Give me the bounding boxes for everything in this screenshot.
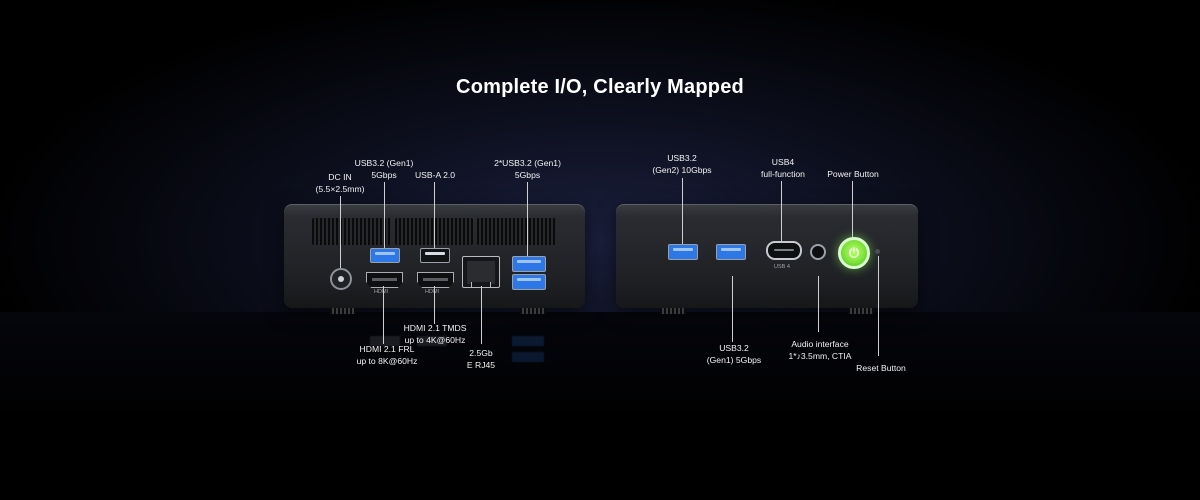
usb4-engraving: USB 4 (774, 264, 790, 270)
usb-a-20-label: USB-A 2.0 (414, 170, 456, 180)
dc-in-label: DC IN (5.5×2.5mm) (315, 172, 365, 194)
reset-button-label: Reset Button (856, 363, 906, 373)
usb32-gen1-port-b (512, 274, 546, 290)
dc-in-leader (340, 196, 341, 268)
power-button-label: Power Button (827, 169, 879, 179)
usb32-gen2-label: USB3.2 (Gen2) 10Gbps (652, 153, 712, 175)
usb32-gen1-pair-leader (527, 182, 528, 256)
usb32-gen2-port (668, 244, 698, 260)
hdmi-frl-label: HDMI 2.1 FRL up to 8K@60Hz (356, 344, 418, 366)
hdmi-tmds-label: HDMI 2.1 TMDS up to 4K@60Hz (403, 323, 467, 345)
hdmi-engraving-b: HDMI (425, 289, 440, 295)
usb32-gen1-leader (732, 276, 733, 342)
usb32-gen1-label: USB3.2 (Gen1) 5Gbps (706, 343, 762, 365)
front-device: USB 4 ⏻ (616, 204, 918, 308)
usb-a-20-port (420, 248, 450, 263)
rj45-port (462, 256, 500, 288)
usb32-gen1-top-label: USB3.2 (Gen1) 5Gbps (354, 158, 414, 180)
front-foot-left (660, 308, 686, 314)
hdmi-frl-port (366, 272, 403, 288)
reflective-floor (0, 312, 1200, 500)
audio-jack (810, 244, 826, 260)
usb4-leader (781, 181, 782, 241)
usb32-gen1-top-leader (384, 182, 385, 248)
power-button: ⏻ (838, 237, 870, 269)
usb4-label: USB4 full-function (761, 157, 805, 179)
hdmi-tmds-port (417, 272, 454, 288)
rear-foot-right (520, 308, 546, 314)
usb32-gen1-pair-label: 2*USB3.2 (Gen1) 5Gbps (494, 158, 561, 180)
audio-label: Audio interface 1*♪3.5mm, CTIA (788, 339, 852, 361)
vent-right (477, 218, 556, 245)
rear-reflection (284, 330, 585, 370)
usb4-port (766, 241, 802, 260)
reset-button-leader (878, 256, 879, 356)
hdmi-tmds-leader (434, 286, 435, 324)
usb32-gen2-leader (682, 178, 683, 244)
power-button-leader (852, 181, 853, 237)
hdmi-frl-leader (383, 286, 384, 344)
usb32-gen1-port-a (512, 256, 546, 272)
reset-button-hole (875, 249, 880, 254)
usb32-gen1-port-top (370, 248, 400, 263)
rj45-leader (481, 286, 482, 344)
rear-foot-left (330, 308, 356, 314)
rj45-label: 2.5Gb E RJ45 (466, 348, 496, 370)
page-title: Complete I/O, Clearly Mapped (456, 76, 744, 98)
hdmi-engraving-a: HDMI (374, 289, 389, 295)
usb-a-20-leader (434, 182, 435, 248)
dc-in-port (330, 268, 352, 290)
vent-left (312, 218, 391, 245)
usb32-gen1-port-front (716, 244, 746, 260)
power-icon: ⏻ (848, 245, 860, 260)
audio-leader (818, 276, 819, 332)
front-foot-right (848, 308, 874, 314)
